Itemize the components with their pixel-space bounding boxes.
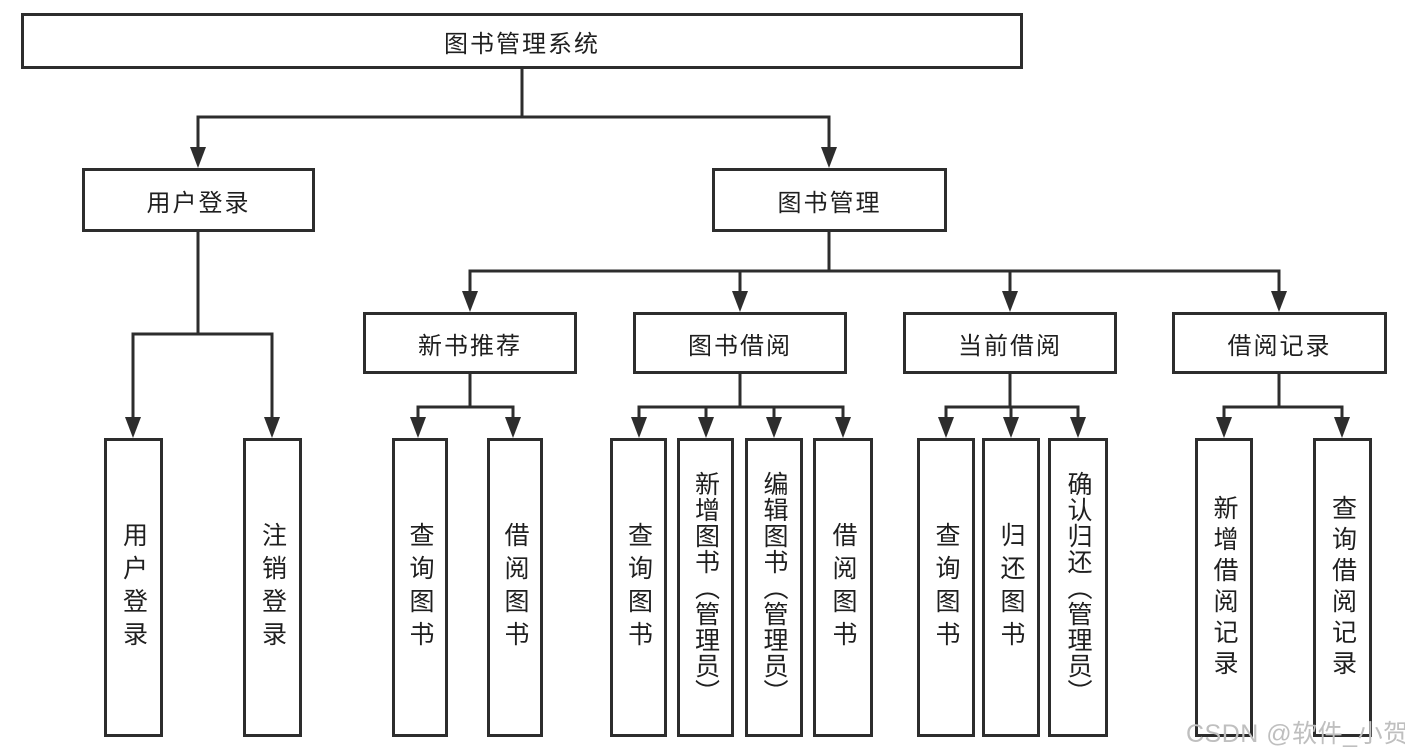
leaf-label: 新增借阅记录 <box>1210 494 1238 681</box>
leaf-borrow-books-recommend: 借阅图书 <box>487 438 543 737</box>
leaf-label: 新增图书（管理员） <box>691 470 720 705</box>
node-label: 当前借阅 <box>958 332 1062 360</box>
leaf-label: 借阅图书 <box>501 521 529 654</box>
leaf-label: 编辑图书（管理员） <box>760 470 788 705</box>
leaf-add-books-admin: 新增图书（管理员） <box>677 438 734 737</box>
node-label: 新书推荐 <box>418 332 522 360</box>
leaf-label: 查询借阅记录 <box>1328 494 1357 681</box>
node-label: 图书管理系统 <box>444 30 600 58</box>
leaf-query-books-current: 查询图书 <box>917 438 975 737</box>
leaf-user-login: 用户登录 <box>104 438 163 737</box>
leaf-label: 注销登录 <box>258 521 287 654</box>
leaf-query-books-recommend: 查询图书 <box>392 438 448 737</box>
node-label: 借阅记录 <box>1227 332 1332 360</box>
leaf-add-borrow-record: 新增借阅记录 <box>1195 438 1253 737</box>
leaf-edit-books-admin: 编辑图书（管理员） <box>745 438 803 737</box>
leaf-label: 查询图书 <box>406 521 434 654</box>
leaf-label: 查询图书 <box>624 521 653 654</box>
node-label: 图书管理 <box>777 189 882 217</box>
node-current-borrowing: 当前借阅 <box>903 312 1117 374</box>
node-label: 用户登录 <box>146 189 251 217</box>
node-book-borrowing: 图书借阅 <box>633 312 847 374</box>
leaf-label: 借阅图书 <box>829 521 857 654</box>
leaf-label: 归还图书 <box>997 521 1025 654</box>
leaf-label: 查询图书 <box>932 521 960 654</box>
node-user-login: 用户登录 <box>82 168 315 232</box>
node-label: 图书借阅 <box>688 332 792 360</box>
node-borrowing-records: 借阅记录 <box>1172 312 1387 374</box>
leaf-query-borrow-record: 查询借阅记录 <box>1313 438 1372 737</box>
leaf-label: 确认归还（管理员） <box>1064 470 1092 705</box>
csdn-watermark: CSDN @软件_小贺同学 <box>1186 720 1405 747</box>
leaf-query-books-borrowing: 查询图书 <box>610 438 667 737</box>
leaf-borrow-books-borrowing: 借阅图书 <box>813 438 873 737</box>
node-library-management-system: 图书管理系统 <box>21 13 1023 69</box>
node-book-management: 图书管理 <box>712 168 947 232</box>
node-new-book-recommendation: 新书推荐 <box>363 312 577 374</box>
leaf-return-books: 归还图书 <box>982 438 1040 737</box>
leaf-logout: 注销登录 <box>243 438 302 737</box>
leaf-confirm-return-admin: 确认归还（管理员） <box>1048 438 1108 737</box>
leaf-label: 用户登录 <box>119 521 148 654</box>
